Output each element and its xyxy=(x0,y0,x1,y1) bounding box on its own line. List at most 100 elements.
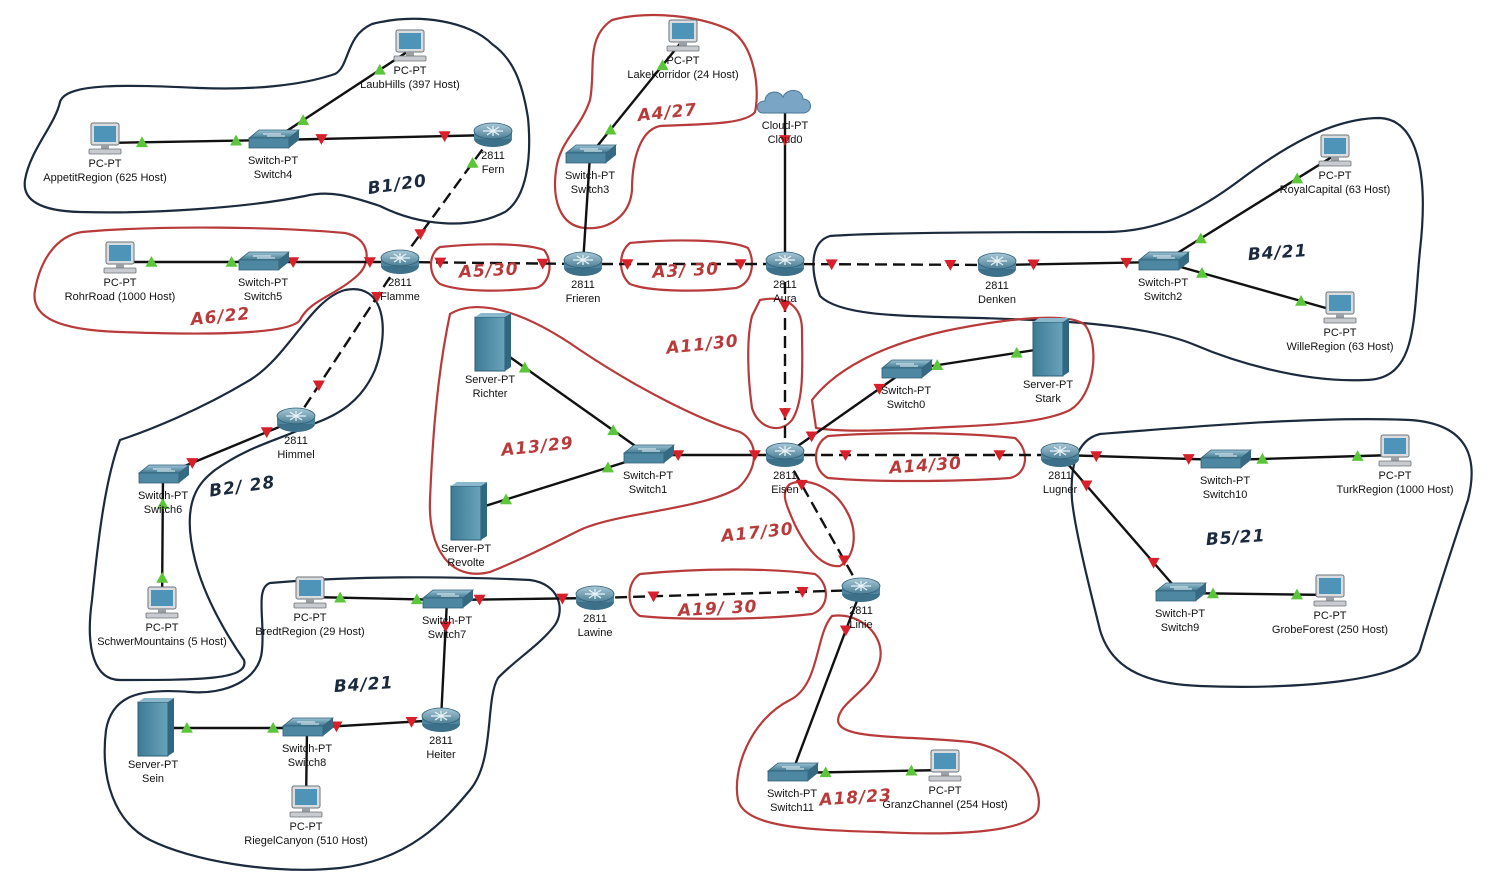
device-switch8[interactable]: Switch-PT Switch8 xyxy=(281,717,335,769)
link-switch2-wille xyxy=(1162,260,1341,314)
port-status-up-marker xyxy=(1291,172,1304,184)
device-type-label: Switch-PT xyxy=(138,490,188,502)
device-type-label: 2811 xyxy=(773,279,797,291)
subnet-annotation-a5: A5/30 xyxy=(456,259,519,282)
device-type-label: Switch-PT xyxy=(1138,277,1188,289)
device-type-label: Switch-PT xyxy=(623,470,673,482)
device-name-label: RoyalCapital (63 Host) xyxy=(1280,184,1391,196)
port-status-up-marker xyxy=(156,498,169,509)
device-type-label: PC-PT xyxy=(1314,610,1347,622)
link-linie-switch11 xyxy=(790,589,863,774)
port-status-down-marker xyxy=(1027,259,1040,271)
device-type-label: Switch-PT xyxy=(767,788,817,800)
region-a3 xyxy=(619,239,754,292)
port-status-down-marker xyxy=(1120,257,1133,269)
port-status-up-marker xyxy=(1351,450,1364,461)
device-type-label: PC-PT xyxy=(929,785,962,797)
port-status-up-marker xyxy=(518,361,531,373)
device-name-label: Richter xyxy=(473,388,508,400)
device-type-label: PC-PT xyxy=(89,158,122,170)
port-status-down-marker xyxy=(186,458,199,469)
device-name-label: GrobeForest (250 Host) xyxy=(1272,624,1388,636)
device-name-label: Lugner xyxy=(1043,484,1078,496)
subnet-annotation-a19: A19/ 30 xyxy=(675,597,758,621)
port-status-down-marker xyxy=(944,259,957,271)
device-name-label: Switch9 xyxy=(1161,622,1200,634)
device-name-label: Frieren xyxy=(566,293,601,305)
device-name-label: Switch6 xyxy=(144,504,183,516)
port-status-down-marker xyxy=(1080,480,1093,492)
port-status-up-marker xyxy=(180,722,193,733)
port-status-up-marker xyxy=(225,256,238,267)
device-type-label: 2811 xyxy=(849,605,873,617)
port-status-up-marker xyxy=(334,591,347,603)
cloud-icon xyxy=(756,90,811,114)
port-status-down-marker xyxy=(795,479,808,491)
device-switch6[interactable]: Switch-PT Switch6 xyxy=(137,464,191,516)
device-type-label: Switch-PT xyxy=(1200,475,1250,487)
device-type-label: Switch-PT xyxy=(282,743,332,755)
region-a4 xyxy=(553,13,758,230)
link-lugner-switch10 xyxy=(1059,453,1226,462)
port-status-up-marker xyxy=(1194,232,1207,244)
port-status-up-marker xyxy=(604,123,617,135)
region-b5 xyxy=(1070,417,1473,688)
device-type-label: 2811 xyxy=(583,613,607,625)
device-name-label: WilleRegion (63 Host) xyxy=(1287,341,1394,353)
link-eisen-linie xyxy=(783,454,863,591)
link-switch0-eisen xyxy=(784,369,907,456)
link-switch4-fern xyxy=(272,133,494,142)
device-name-label: Switch8 xyxy=(288,757,327,769)
port-status-up-marker xyxy=(1295,295,1308,306)
subnet-annotation-a4: A4/27 xyxy=(635,100,699,126)
port-status-down-marker xyxy=(260,427,273,439)
server-icon xyxy=(137,701,169,757)
device-grobe[interactable]: PC-PT GrobeForest (250 Host) xyxy=(1272,574,1388,636)
port-status-up-marker xyxy=(1207,587,1219,599)
subnet-annotation-a13: A13/29 xyxy=(498,433,574,461)
region-a6 xyxy=(33,226,368,335)
device-name-label: Switch0 xyxy=(887,399,926,411)
port-status-down-marker xyxy=(330,721,343,733)
port-status-up-marker xyxy=(1291,588,1303,600)
link-switch10-turk xyxy=(1224,453,1396,462)
device-name-label: Denken xyxy=(978,294,1016,306)
